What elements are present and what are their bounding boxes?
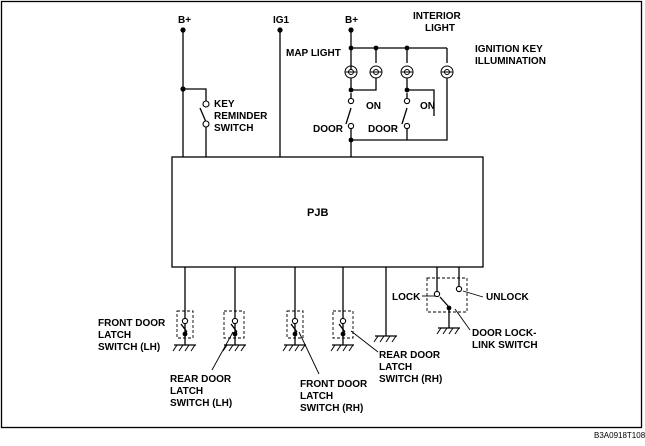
- front-door-latch-lh-label-2: LATCH: [98, 330, 131, 341]
- rear-door-latch-rh-label-1: REAR DOOR: [379, 350, 441, 361]
- map-light-on-label: ON: [366, 101, 381, 112]
- b-plus-right-bus: [348, 27, 448, 70]
- front-door-latch-lh-label-3: SWITCH (LH): [98, 342, 160, 353]
- map-light-switch: [345, 78, 377, 157]
- ground-icon: [436, 327, 460, 335]
- interior-light-label-2: LIGHT: [425, 23, 455, 34]
- front-door-latch-rh-label-3: SWITCH (RH): [300, 403, 363, 414]
- front-door-latch-rh-label-1: FRONT DOOR: [300, 379, 368, 390]
- front-door-latch-switch-lh: [172, 267, 196, 352]
- interior-light-switch: [401, 78, 435, 140]
- key-reminder-switch: [183, 88, 210, 157]
- rear-door-latch-lh-label-2: LATCH: [170, 386, 203, 397]
- door-lock-link-switch-label-2: LINK SWITCH: [472, 340, 538, 351]
- unlock-label: UNLOCK: [486, 292, 530, 303]
- interior-light-on-label: ON: [420, 101, 435, 112]
- pjb-ground: [373, 267, 397, 343]
- map-light-door-label: DOOR: [313, 124, 344, 135]
- ground-icon: [373, 335, 397, 343]
- ig1-label: IG1: [273, 15, 290, 26]
- b-plus-left-wire: [180, 27, 186, 157]
- front-door-latch-rh-label-2: LATCH: [300, 391, 333, 402]
- front-door-latch-switch-rh: [282, 267, 320, 375]
- key-reminder-label-3: SWITCH: [214, 123, 253, 134]
- diagram-frame: [0, 0, 643, 429]
- rear-door-latch-rh-label-3: SWITCH (RH): [379, 374, 442, 385]
- ignition-key-label-1: IGNITION KEY: [475, 44, 543, 55]
- ground-icon: [330, 344, 354, 352]
- key-reminder-label-1: KEY: [214, 99, 235, 110]
- reference-code: B3A0918T108: [594, 431, 645, 440]
- ground-icon: [222, 344, 246, 352]
- rear-door-latch-lh-label-3: SWITCH (LH): [170, 398, 232, 409]
- interior-light-bulb-icon: [400, 65, 414, 79]
- rear-door-latch-lh-label-1: REAR DOOR: [170, 374, 232, 385]
- rear-door-latch-switch-rh: [330, 267, 379, 353]
- ignition-key-label-2: ILLUMINATION: [475, 56, 546, 67]
- door-lock-link-switch-label-1: DOOR LOCK-: [472, 328, 536, 339]
- door-return-wire: [351, 78, 448, 141]
- key-reminder-label-2: REMINDER: [214, 111, 268, 122]
- ground-icon: [282, 344, 306, 352]
- map-light-label: MAP LIGHT: [286, 48, 341, 59]
- ground-icon: [172, 344, 196, 352]
- pjb-box: [171, 156, 484, 268]
- pjb-label: PJB: [307, 207, 328, 219]
- ignition-key-illumination-bulb-icon: [440, 65, 454, 79]
- rear-door-latch-switch-lh: [211, 267, 246, 371]
- b-plus-right-label: B+: [345, 15, 358, 26]
- rear-door-latch-rh-label-2: LATCH: [379, 362, 412, 373]
- ig1-wire: [277, 27, 283, 157]
- door-lock-link-switch: [422, 267, 484, 335]
- b-plus-left-label: B+: [178, 15, 191, 26]
- map-light-bulb-right-icon: [369, 65, 383, 79]
- front-door-latch-lh-label-1: FRONT DOOR: [98, 318, 166, 329]
- interior-light-door-label: DOOR: [368, 124, 399, 135]
- lock-label: LOCK: [392, 292, 421, 303]
- interior-light-label-1: INTERIOR: [413, 11, 462, 22]
